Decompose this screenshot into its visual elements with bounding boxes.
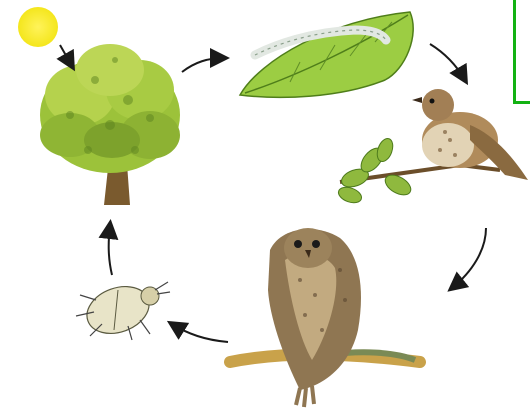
caterpillar-leaf-icon xyxy=(240,12,413,97)
arrow-caterpillar-to-songbird xyxy=(430,44,465,80)
tree-icon xyxy=(40,44,180,205)
owl-icon xyxy=(230,228,420,407)
songbird-icon xyxy=(336,89,528,206)
arrow-songbird-to-owl xyxy=(452,228,486,288)
arrow-beetle-to-tree xyxy=(109,225,112,275)
arrow-sun-to-tree xyxy=(60,45,72,66)
arrow-tree-to-caterpillar xyxy=(182,58,224,72)
beetle-icon xyxy=(76,278,170,341)
arrow-owl-to-beetle xyxy=(172,324,228,342)
sun-icon xyxy=(18,7,58,47)
